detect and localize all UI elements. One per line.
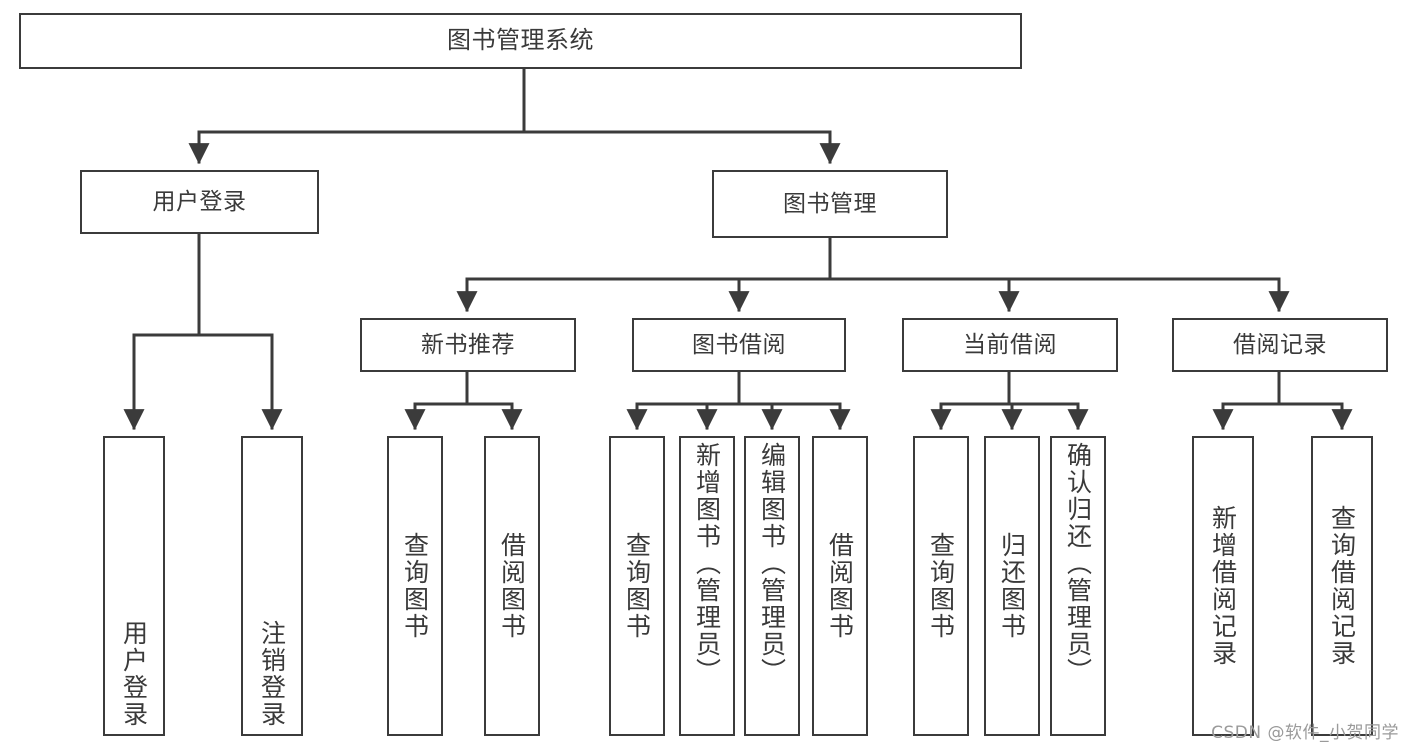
node-book-borrow[interactable]: 图书借阅 [632, 318, 846, 372]
node-label: 图书借阅 [692, 331, 786, 358]
node-label: 查询图书 [400, 532, 430, 640]
node-label: 归还图书 [997, 532, 1027, 640]
leaf-node-user-login[interactable]: 用户登录 [103, 436, 165, 736]
node-label: 借阅图书 [825, 532, 855, 640]
node-label: 借阅图书 [497, 532, 527, 640]
leaf-node-return-books[interactable]: 归还图书 [984, 436, 1040, 736]
node-label: 图书管理系统 [447, 26, 594, 55]
leaf-node-logout-login[interactable]: 注销登录 [241, 436, 303, 736]
leaf-node-edit-book-admin[interactable]: 编辑图书（管理员） [744, 436, 800, 736]
node-label: 查询借阅记录 [1327, 505, 1357, 667]
node-label: 新书推荐 [421, 331, 515, 358]
watermark-text: CSDN @软件_小贺同学 [1211, 723, 1399, 743]
leaf-node-confirm-return-admin[interactable]: 确认归还（管理员） [1050, 436, 1106, 736]
node-label: 当前借阅 [963, 331, 1057, 358]
leaf-node-query-books-current[interactable]: 查询图书 [913, 436, 969, 736]
leaf-node-query-borrow-record[interactable]: 查询借阅记录 [1311, 436, 1373, 736]
leaf-node-add-borrow-record[interactable]: 新增借阅记录 [1192, 436, 1254, 736]
node-label: 确认归还（管理员） [1063, 442, 1093, 685]
node-new-book-recommend[interactable]: 新书推荐 [360, 318, 576, 372]
node-label: 用户登录 [119, 620, 149, 728]
node-label: 用户登录 [152, 188, 247, 215]
node-label: 查询图书 [926, 532, 956, 640]
leaf-node-borrow-books-rec[interactable]: 借阅图书 [484, 436, 540, 736]
node-label: 新增借阅记录 [1208, 505, 1238, 667]
leaf-node-query-books-borrow[interactable]: 查询图书 [609, 436, 665, 736]
node-label: 新增图书（管理员） [692, 442, 722, 685]
node-user-login[interactable]: 用户登录 [80, 170, 319, 234]
node-label: 编辑图书（管理员） [757, 442, 787, 685]
leaf-node-borrow-books[interactable]: 借阅图书 [812, 436, 868, 736]
node-label: 查询图书 [622, 532, 652, 640]
node-label: 借阅记录 [1233, 331, 1327, 358]
node-label: 图书管理 [783, 190, 877, 217]
node-root-system[interactable]: 图书管理系统 [19, 13, 1022, 69]
node-borrow-record[interactable]: 借阅记录 [1172, 318, 1388, 372]
leaf-node-query-books-rec[interactable]: 查询图书 [387, 436, 443, 736]
leaf-node-add-book-admin[interactable]: 新增图书（管理员） [679, 436, 735, 736]
node-book-manage[interactable]: 图书管理 [712, 170, 948, 238]
node-label: 注销登录 [257, 620, 287, 728]
node-current-borrow[interactable]: 当前借阅 [902, 318, 1118, 372]
